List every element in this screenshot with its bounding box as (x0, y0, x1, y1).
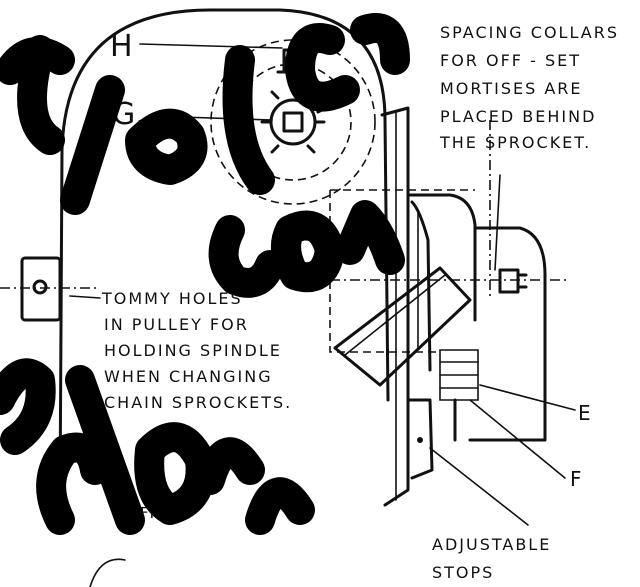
note-adjustable-stops: ADJUSTABLE STOPS (432, 535, 551, 582)
svg-text:MORTISES ARE: MORTISES ARE (440, 79, 583, 98)
leader-h (139, 43, 283, 49)
leader-tommy (69, 295, 101, 299)
svg-text:TOMMY HOLES: TOMMY HOLES (101, 289, 243, 308)
svg-text:STOPS: STOPS (432, 563, 494, 582)
svg-text:WHEN CHANGING: WHEN CHANGING (104, 367, 273, 386)
sprocket-outer-dashed (210, 39, 376, 205)
leader-stops (429, 447, 529, 526)
pulley-outline (58, 8, 390, 502)
svg-text:CHAIN SPROCKETS.: CHAIN SPROCKETS. (104, 393, 292, 412)
svg-text:THE SPROCKET.: THE SPROCKET. (439, 133, 591, 152)
vertical-column (380, 106, 410, 507)
bolt (498, 268, 528, 294)
chisel-arm (333, 266, 472, 387)
label-e: E (578, 401, 591, 425)
sprocket-inner-dashed (234, 63, 352, 181)
adjustable-stop-block (408, 398, 434, 480)
svg-text:ADJUSTABLE: ADJUSTABLE (432, 535, 551, 554)
leader-e (479, 384, 576, 411)
svg-text:HOLDING SPINDLE: HOLDING SPINDLE (104, 341, 282, 360)
svg-text:FOR OFF - SET: FOR OFF - SET (440, 51, 581, 70)
pulley-hub (0, 256, 100, 322)
note-tommy-holes: TOMMY HOLES IN PULLEY FOR HOLDING SPINDL… (101, 289, 292, 412)
partial-circle (89, 558, 126, 587)
svg-text:IN PULLEY FOR: IN PULLEY FOR (104, 315, 249, 334)
leader-spacing (494, 174, 501, 271)
svg-text:PLACED BEHIND: PLACED BEHIND (440, 107, 596, 126)
label-f: F (570, 467, 582, 491)
note-spacing-collars: SPACING COLLARS FOR OFF - SET MORTISES A… (439, 23, 619, 152)
label-h: H (110, 29, 133, 64)
watermark (0, 13, 410, 535)
svg-text:SPACING COLLARS: SPACING COLLARS (440, 23, 619, 42)
leader-f (469, 399, 566, 479)
